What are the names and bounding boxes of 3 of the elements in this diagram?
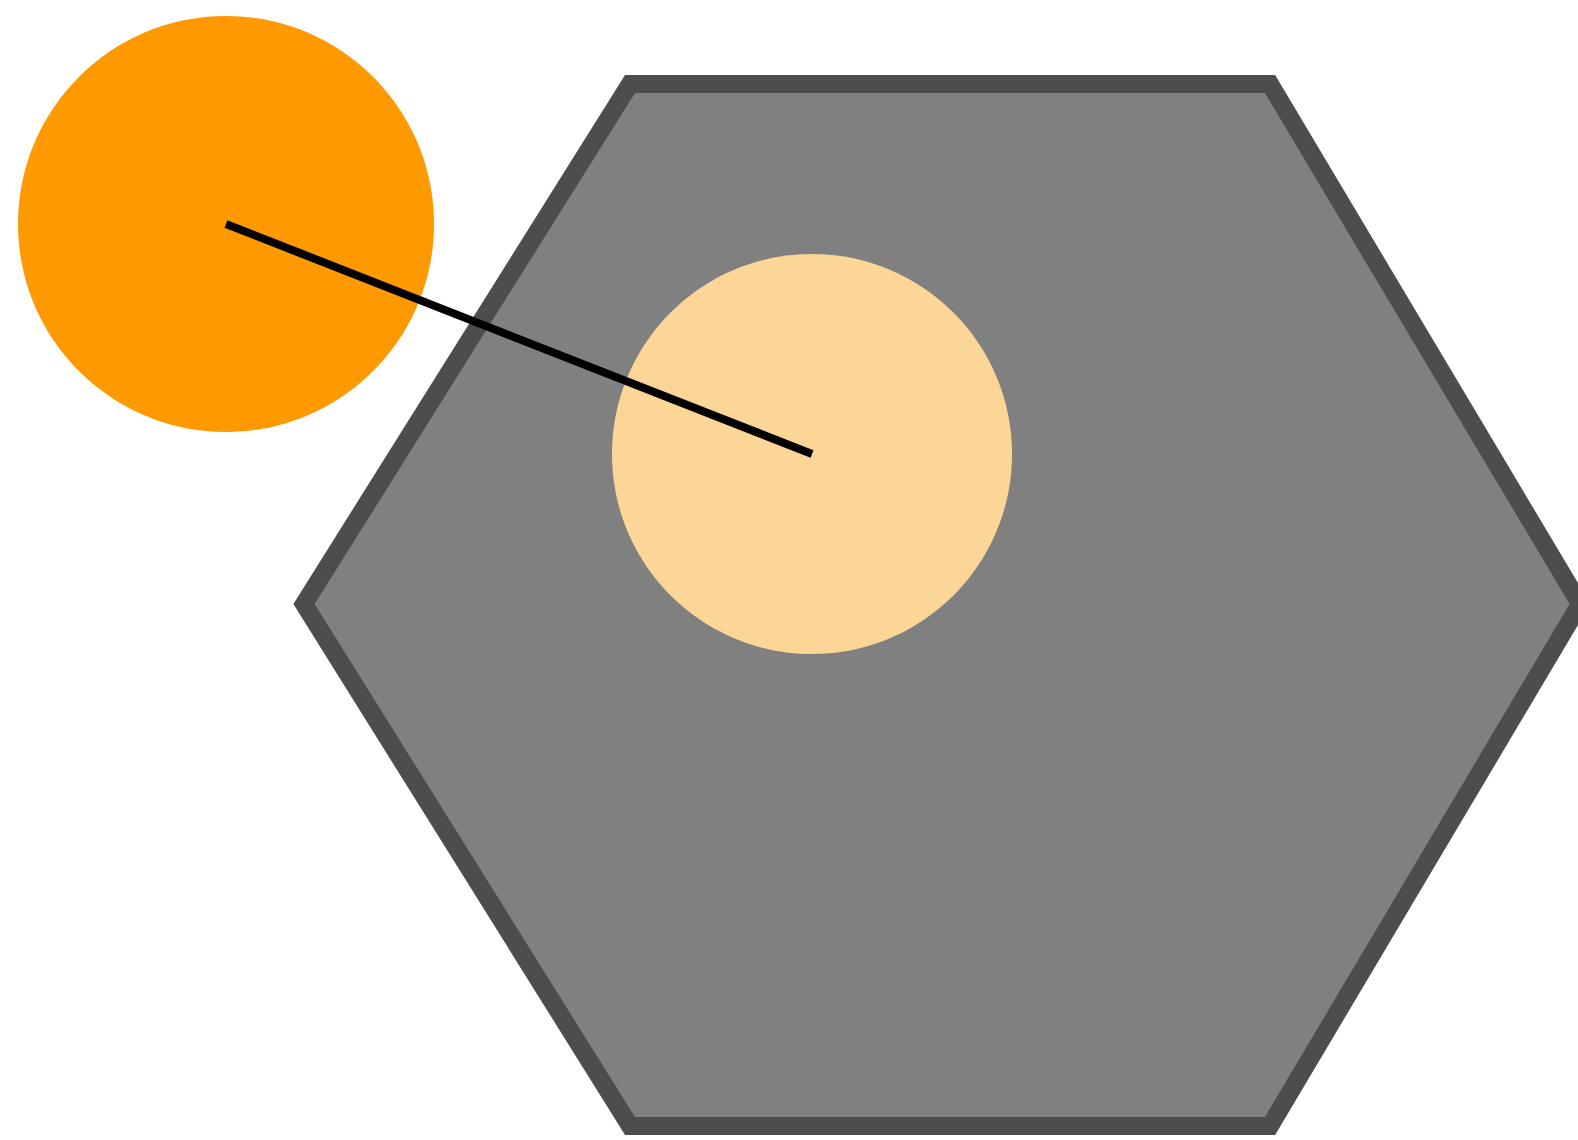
circle <box>612 254 1012 654</box>
circle <box>18 16 434 432</box>
line <box>224 220 814 458</box>
